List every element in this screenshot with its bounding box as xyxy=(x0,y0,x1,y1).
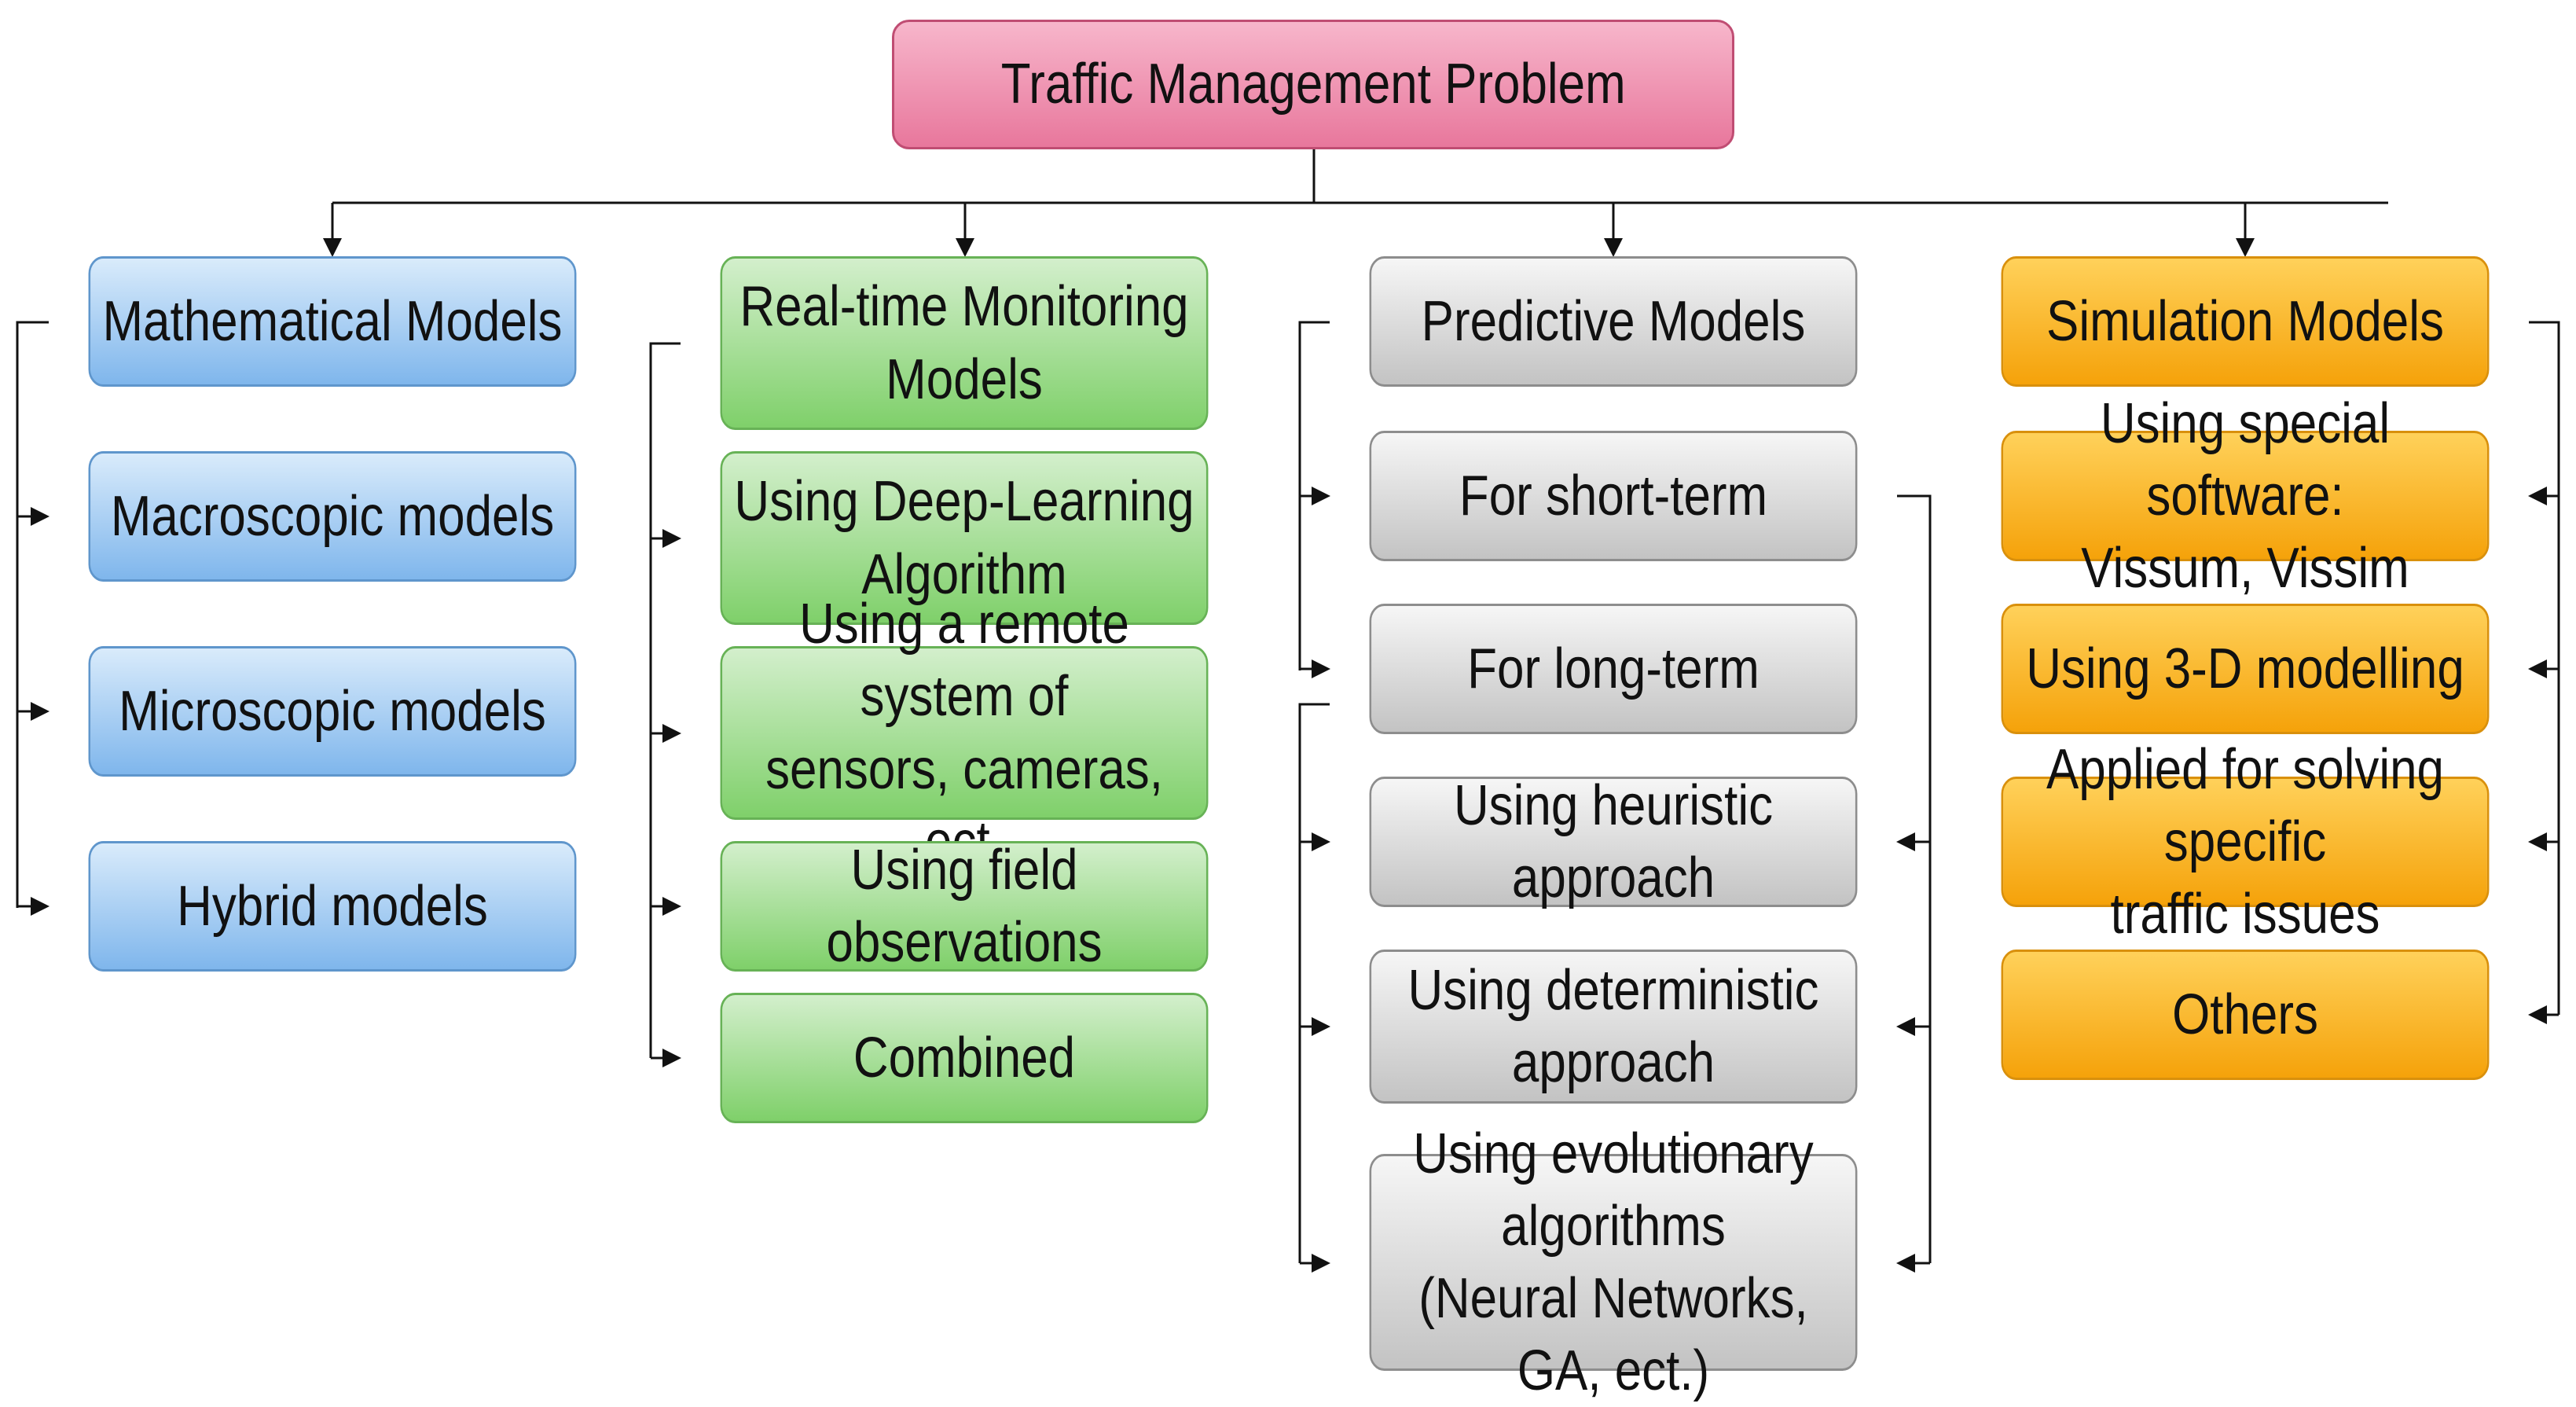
node-label: Using special software: Vissum, Vissim xyxy=(2081,391,2409,601)
category-predictive-models: Predictive Models xyxy=(1369,256,1858,387)
node-label: Using a remote system of sensors, camera… xyxy=(765,593,1163,872)
node-field-observations: Using field observations xyxy=(720,839,1209,974)
category-label: Real-time Monitoring Models xyxy=(739,275,1189,411)
node-combined: Combined xyxy=(720,993,1209,1123)
node-remote-sensor-system: Using a remote system of sensors, camera… xyxy=(720,593,1209,873)
node-label: Combined xyxy=(853,1026,1076,1089)
node-label: Applied for solving specific traffic iss… xyxy=(2046,737,2444,946)
node-deep-learning-algorithm: Using Deep-Learning Algorithm xyxy=(720,451,1209,625)
node-label: Hybrid models xyxy=(177,874,488,938)
category-simulation-models: Simulation Models xyxy=(2001,256,2490,387)
node-label: For long-term xyxy=(1467,637,1760,700)
node-macroscopic-models: Macroscopic models xyxy=(88,451,577,582)
monitoring-spine-line xyxy=(649,342,681,1058)
node-long-term: For long-term xyxy=(1369,604,1858,734)
node-label: Microscopic models xyxy=(119,679,546,743)
root-node-label: Traffic Management Problem xyxy=(1000,53,1626,116)
root-node: Traffic Management Problem xyxy=(892,20,1734,149)
node-label: Using 3-D modelling xyxy=(2026,637,2464,700)
node-special-software: Using special software: Vissum, Vissim xyxy=(2001,392,2490,600)
node-label: Using field observations xyxy=(826,838,1103,974)
node-short-term: For short-term xyxy=(1369,431,1858,561)
category-mathematical-models: Mathematical Models xyxy=(88,256,577,387)
node-heuristic-approach: Using heuristic approach xyxy=(1369,774,1858,909)
long-term-spine-line xyxy=(1298,703,1330,1263)
simulation-spine-line xyxy=(2529,321,2560,1015)
node-label: For short-term xyxy=(1459,464,1768,527)
node-deterministic-approach: Using deterministic approach xyxy=(1369,950,1858,1104)
node-label: Using deterministic approach xyxy=(1407,958,1819,1094)
node-label: Using Deep-Learning Algorithm xyxy=(734,470,1194,606)
node-specific-traffic-issues: Applied for solving specific traffic iss… xyxy=(2001,738,2490,946)
category-label: Mathematical Models xyxy=(102,289,563,353)
predictive-spine-line xyxy=(1298,321,1330,670)
node-3d-modelling: Using 3-D modelling xyxy=(2001,604,2490,734)
math-spine-line xyxy=(16,321,49,908)
category-label: Simulation Models xyxy=(2046,289,2444,353)
node-label: Using heuristic approach xyxy=(1453,773,1774,909)
node-label: Macroscopic models xyxy=(110,484,555,548)
category-real-time-monitoring-models: Real-time Monitoring Models xyxy=(720,256,1209,430)
node-microscopic-models: Microscopic models xyxy=(88,646,577,777)
category-label: Predictive Models xyxy=(1421,289,1806,353)
node-label: Using evolutionary algorithms (Neural Ne… xyxy=(1413,1122,1814,1403)
node-label: Others xyxy=(2172,983,2318,1046)
node-evolutionary-algorithms: Using evolutionary algorithms (Neural Ne… xyxy=(1369,1122,1858,1402)
short-term-spine-line xyxy=(1897,494,1932,1263)
node-others: Others xyxy=(2001,950,2490,1080)
node-hybrid-models: Hybrid models xyxy=(88,841,577,972)
